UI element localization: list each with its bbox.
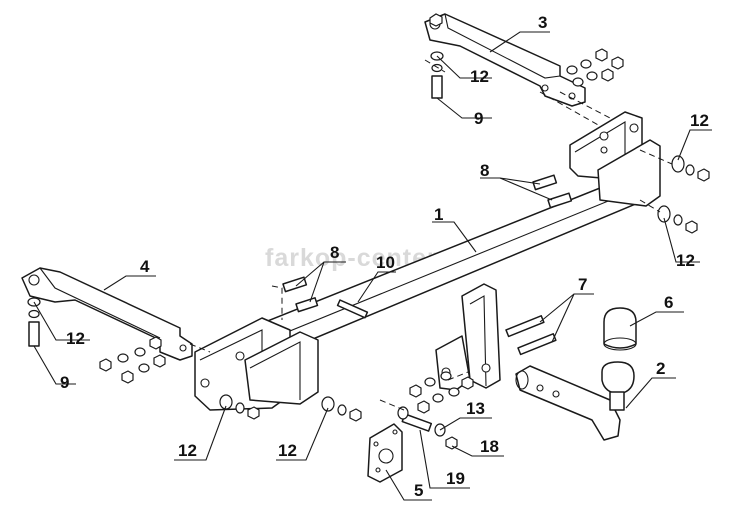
right-washers-nuts (657, 155, 710, 234)
callout-1: 1 (434, 205, 443, 224)
callout-12-top: 12 (470, 67, 489, 86)
callout-9-left: 9 (60, 373, 69, 392)
part-7-bolts (505, 315, 557, 356)
callout-10: 10 (376, 253, 395, 272)
callout-9-top: 9 (474, 109, 483, 128)
part-3-right-bracket (424, 13, 586, 107)
callout-3: 3 (538, 13, 547, 32)
part-9-bolt-top (430, 51, 444, 99)
callout-6: 6 (664, 293, 673, 312)
assembly-lines (189, 59, 673, 411)
callout-labels: 3 12 9 12 8 12 1 8 10 4 7 6 2 12 9 12 12… (60, 13, 709, 500)
part-2-ball-mount (515, 361, 635, 441)
callout-8-left: 8 (330, 243, 339, 262)
part-4-nuts (99, 336, 166, 384)
callout-13: 13 (466, 399, 485, 418)
center-nuts (409, 371, 474, 414)
callout-2: 2 (656, 359, 665, 378)
callout-8-right: 8 (480, 161, 489, 180)
callout-12-bottom-left: 12 (178, 441, 197, 460)
bottom-washers-nuts (219, 394, 362, 422)
part-9-bolt-left (27, 297, 41, 347)
callout-12-bottom-mid: 12 (278, 441, 297, 460)
callout-7: 7 (578, 275, 587, 294)
callout-4: 4 (140, 257, 150, 276)
part-4-left-bracket (21, 267, 193, 361)
callout-18: 18 (480, 437, 499, 456)
part-3-nuts (566, 48, 624, 87)
callout-5: 5 (414, 481, 423, 500)
callout-19: 19 (446, 469, 465, 488)
part-10-bolt (336, 299, 369, 319)
part-6-ball-cap (603, 307, 637, 351)
callout-leaders (33, 31, 712, 501)
callout-12-left: 12 (66, 329, 85, 348)
part-1-crossbeam (194, 111, 661, 411)
part-5-socket-plate (367, 423, 403, 483)
callout-12-right-top: 12 (690, 111, 709, 130)
part-8-bolts-left (282, 276, 319, 313)
callout-12-right-bottom: 12 (676, 251, 695, 270)
part-19-spring-bolt (397, 406, 458, 450)
part-8-bolts-right (532, 174, 573, 209)
